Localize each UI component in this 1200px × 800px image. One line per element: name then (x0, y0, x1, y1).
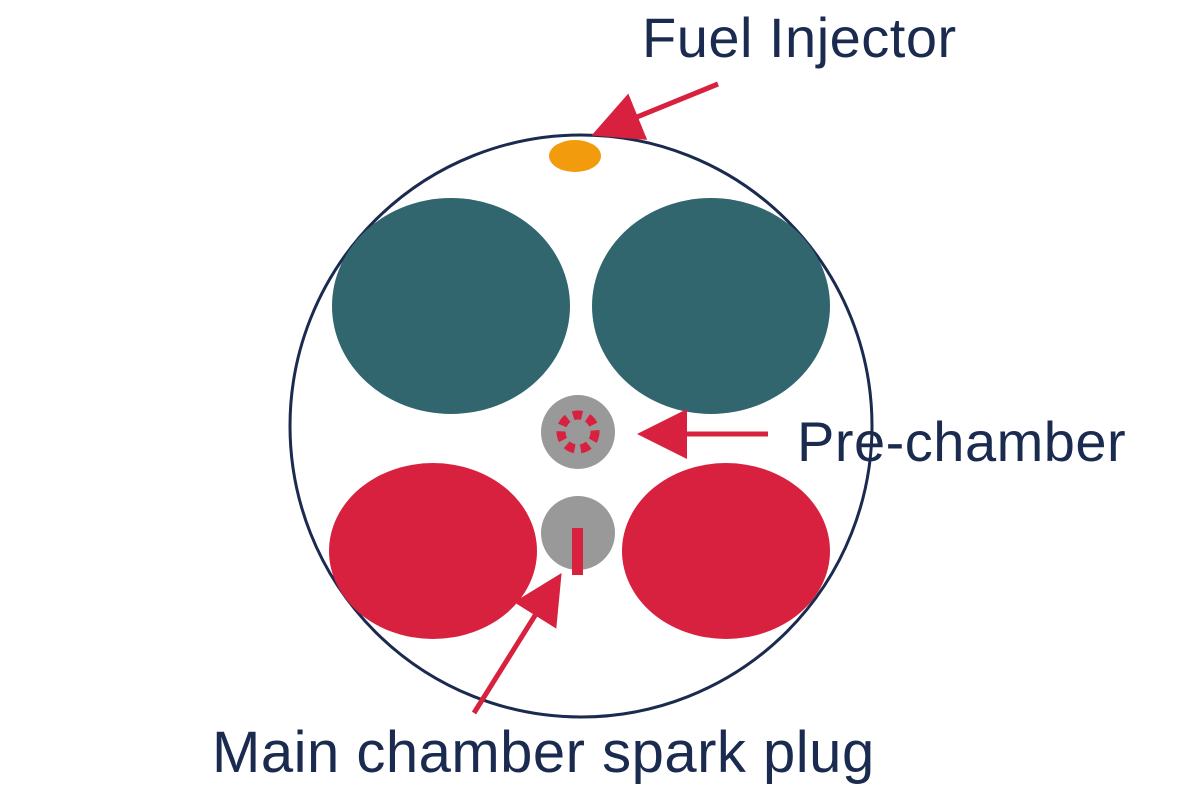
pre-chamber-label: Pre-chamber (797, 410, 1127, 473)
intake-valve-right (592, 198, 830, 414)
fuel-injector-marker (549, 140, 601, 172)
fuel-injector-arrow (591, 81, 719, 140)
exhaust-valve-right (622, 463, 830, 639)
main-spark-plug-component (541, 496, 615, 575)
main-spark-plug-label: Main chamber spark plug (212, 720, 875, 785)
intake-valve-left (332, 198, 570, 414)
fuel-injector-label: Fuel Injector (642, 6, 957, 69)
exhaust-valve-left (329, 463, 537, 639)
pre-chamber-component (541, 395, 615, 469)
spark-plug-electrode (572, 528, 583, 575)
cylinder-bore-outline (288, 133, 874, 719)
spark-plug-arrow (471, 573, 562, 715)
pre-chamber-nozzle-ring (556, 410, 600, 454)
